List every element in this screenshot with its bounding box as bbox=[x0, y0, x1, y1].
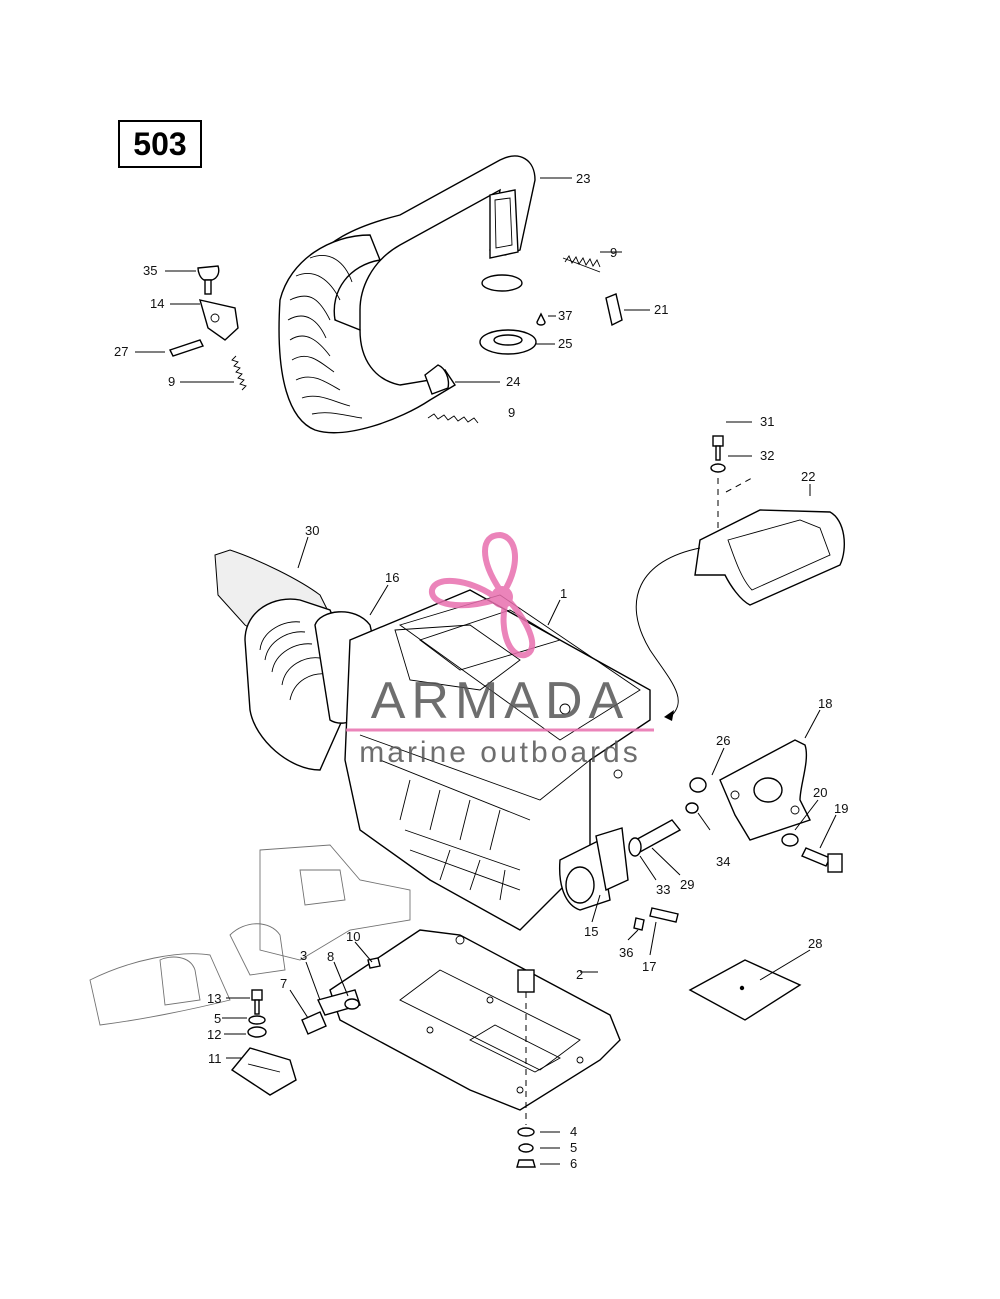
callout-27: 27 bbox=[114, 344, 128, 359]
callout-18: 18 bbox=[818, 696, 832, 711]
callout-24: 24 bbox=[506, 374, 520, 389]
callout-8: 8 bbox=[327, 949, 334, 964]
callout-25: 25 bbox=[558, 336, 572, 351]
callout-7: 7 bbox=[280, 976, 287, 991]
callout-16: 16 bbox=[385, 570, 399, 585]
watermark-tagline: marine outboards bbox=[359, 736, 640, 769]
grommet bbox=[479, 329, 537, 355]
callout-6: 6 bbox=[570, 1156, 577, 1171]
callout-3: 3 bbox=[300, 948, 307, 963]
top-right-bolt bbox=[710, 435, 753, 540]
watermark: ARMADA marine outboards bbox=[346, 531, 654, 769]
callout-23: 23 bbox=[576, 171, 590, 186]
callout-21: 21 bbox=[654, 302, 668, 317]
callout-11: 11 bbox=[208, 1051, 222, 1066]
callout-19: 19 bbox=[834, 801, 848, 816]
propeller-logo-icon bbox=[429, 531, 536, 659]
callout-29: 29 bbox=[680, 877, 694, 892]
spring-right bbox=[562, 255, 601, 273]
callout-30: 30 bbox=[305, 523, 319, 538]
callout-33: 33 bbox=[656, 882, 670, 897]
page-number: 503 bbox=[133, 125, 187, 162]
left-mount-hardware bbox=[230, 957, 381, 1096]
left-hardware bbox=[169, 265, 479, 424]
arrow-head bbox=[664, 710, 674, 721]
callout-28: 28 bbox=[808, 936, 822, 951]
callout-15: 15 bbox=[584, 924, 598, 939]
bracket-22 bbox=[694, 509, 846, 606]
callout-14: 14 bbox=[150, 296, 164, 311]
callout-1: 1 bbox=[560, 586, 567, 601]
right-mount-hardware bbox=[628, 739, 843, 931]
callout-13: 13 bbox=[207, 991, 221, 1006]
callout-31: 31 bbox=[760, 414, 774, 429]
callout-32: 32 bbox=[760, 448, 774, 463]
callout-12: 12 bbox=[207, 1027, 221, 1042]
callout-17: 17 bbox=[642, 959, 656, 974]
callout-4: 4 bbox=[570, 1124, 577, 1139]
callout-37: 37 bbox=[558, 308, 572, 323]
clip bbox=[605, 293, 623, 327]
callout-35: 35 bbox=[143, 263, 157, 278]
callout-2: 2 bbox=[576, 967, 583, 982]
callout-36: 36 bbox=[619, 945, 633, 960]
page-number-box: 503 bbox=[118, 120, 202, 168]
callout-26: 26 bbox=[716, 733, 730, 748]
exhaust-pipe bbox=[278, 155, 536, 434]
callout-5: 5 bbox=[214, 1011, 221, 1026]
callout-20: 20 bbox=[813, 785, 827, 800]
callout-10: 10 bbox=[346, 929, 360, 944]
arrow-curve bbox=[635, 547, 701, 718]
callout-labels: 23 9 21 37 25 24 9 35 14 27 9 31 32 22 3… bbox=[114, 171, 848, 1171]
callout-22: 22 bbox=[801, 469, 815, 484]
engine-block bbox=[214, 549, 651, 931]
watermark-brand: ARMADA bbox=[371, 672, 629, 730]
callout-9: 9 bbox=[610, 245, 617, 260]
mount-plate bbox=[329, 929, 621, 1111]
pad bbox=[688, 959, 802, 1021]
callout-34: 34 bbox=[716, 854, 730, 869]
callout-9: 9 bbox=[168, 374, 175, 389]
mount-spacer bbox=[516, 969, 536, 1168]
background-ghost-parts bbox=[89, 844, 411, 1026]
callout-9: 9 bbox=[508, 405, 515, 420]
leader-lines bbox=[135, 177, 837, 1165]
callout-5: 5 bbox=[570, 1140, 577, 1155]
drain-drop bbox=[536, 312, 546, 326]
